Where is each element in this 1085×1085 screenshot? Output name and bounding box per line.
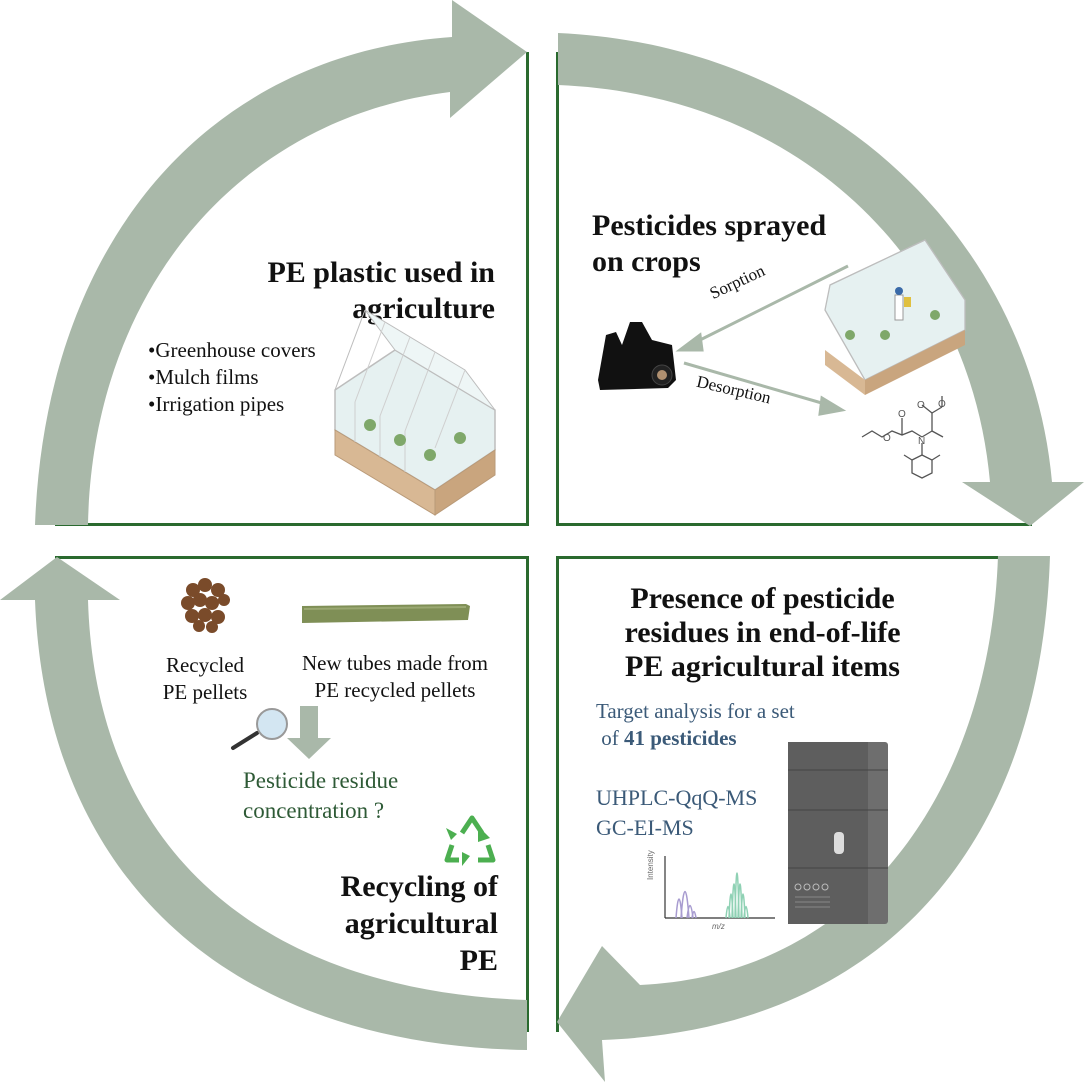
bottom-right-title: Presence of pesticide residues in end-of… bbox=[590, 582, 935, 684]
top-left-title-line-1: PE plastic used in bbox=[267, 256, 495, 289]
top-right-title: Pesticides sprayed on crops bbox=[592, 208, 826, 280]
chrom-y-label: Intensity bbox=[646, 850, 655, 880]
top-right-title-line-2: on crops bbox=[592, 245, 701, 278]
bottom-right-title-line-2: residues in end-of-life bbox=[624, 616, 901, 649]
residue-question-line-2: concentration ? bbox=[243, 798, 385, 823]
tubes-label-line-1: New tubes made from bbox=[301, 651, 489, 675]
method-gc: GC-EI-MS bbox=[596, 815, 694, 840]
cycle-arrow-bottom-right bbox=[557, 556, 1050, 1082]
target-analysis-prefix: of bbox=[601, 726, 624, 750]
pellets-label-line-1: Recycled bbox=[165, 653, 245, 677]
method-uhplc: UHPLC-QqQ-MS bbox=[596, 785, 758, 810]
bottom-left-title: Recycling of agricultural PE bbox=[250, 868, 498, 979]
bottom-left-title-line-3: PE bbox=[459, 944, 498, 977]
top-right-title-line-1: Pesticides sprayed bbox=[592, 209, 827, 242]
cycle-arrow-top-right bbox=[558, 33, 1084, 526]
chrom-x-label: m/z bbox=[712, 922, 725, 931]
methods-list: UHPLC-QqQ-MS GC-EI-MS bbox=[596, 783, 757, 843]
pellets-label-line-2: PE pellets bbox=[162, 680, 248, 704]
bottom-left-title-line-1: Recycling of bbox=[340, 870, 498, 903]
bottom-right-title-line-3: PE agricultural items bbox=[625, 650, 900, 683]
bottom-right-title-line-1: Presence of pesticide bbox=[630, 582, 895, 615]
tubes-label-line-2: PE recycled pellets bbox=[314, 678, 476, 702]
cycle-arrow-top-left bbox=[35, 0, 527, 525]
cycle-arrow-bottom-left bbox=[0, 557, 527, 1050]
top-left-bullet-list: •Greenhouse covers •Mulch films •Irrigat… bbox=[148, 337, 316, 418]
bullet-greenhouse-covers: •Greenhouse covers bbox=[148, 338, 316, 362]
residue-question-line-1: Pesticide residue bbox=[243, 768, 399, 793]
pesticide-count: 41 pesticides bbox=[624, 726, 737, 750]
bottom-left-title-line-2: agricultural bbox=[344, 907, 498, 940]
bullet-mulch-films: •Mulch films bbox=[148, 365, 259, 389]
pellets-label: Recycled PE pellets bbox=[160, 652, 250, 706]
target-analysis-text: Target analysis for a set of 41 pesticid… bbox=[596, 698, 795, 752]
panel-top-left bbox=[55, 52, 529, 526]
top-left-title-line-2: agriculture bbox=[352, 292, 495, 325]
target-analysis-line-2: of 41 pesticides bbox=[596, 725, 795, 752]
bullet-irrigation-pipes: •Irrigation pipes bbox=[148, 392, 285, 416]
tubes-label: New tubes made from PE recycled pellets bbox=[280, 650, 510, 704]
target-analysis-line-1: Target analysis for a set bbox=[596, 699, 795, 723]
panel-bottom-left bbox=[55, 556, 529, 1032]
panel-top-right bbox=[556, 52, 1032, 526]
top-left-title: PE plastic used in agriculture bbox=[200, 255, 495, 327]
residue-question: Pesticide residue concentration ? bbox=[243, 766, 398, 826]
panel-bottom-right bbox=[556, 556, 1032, 1032]
